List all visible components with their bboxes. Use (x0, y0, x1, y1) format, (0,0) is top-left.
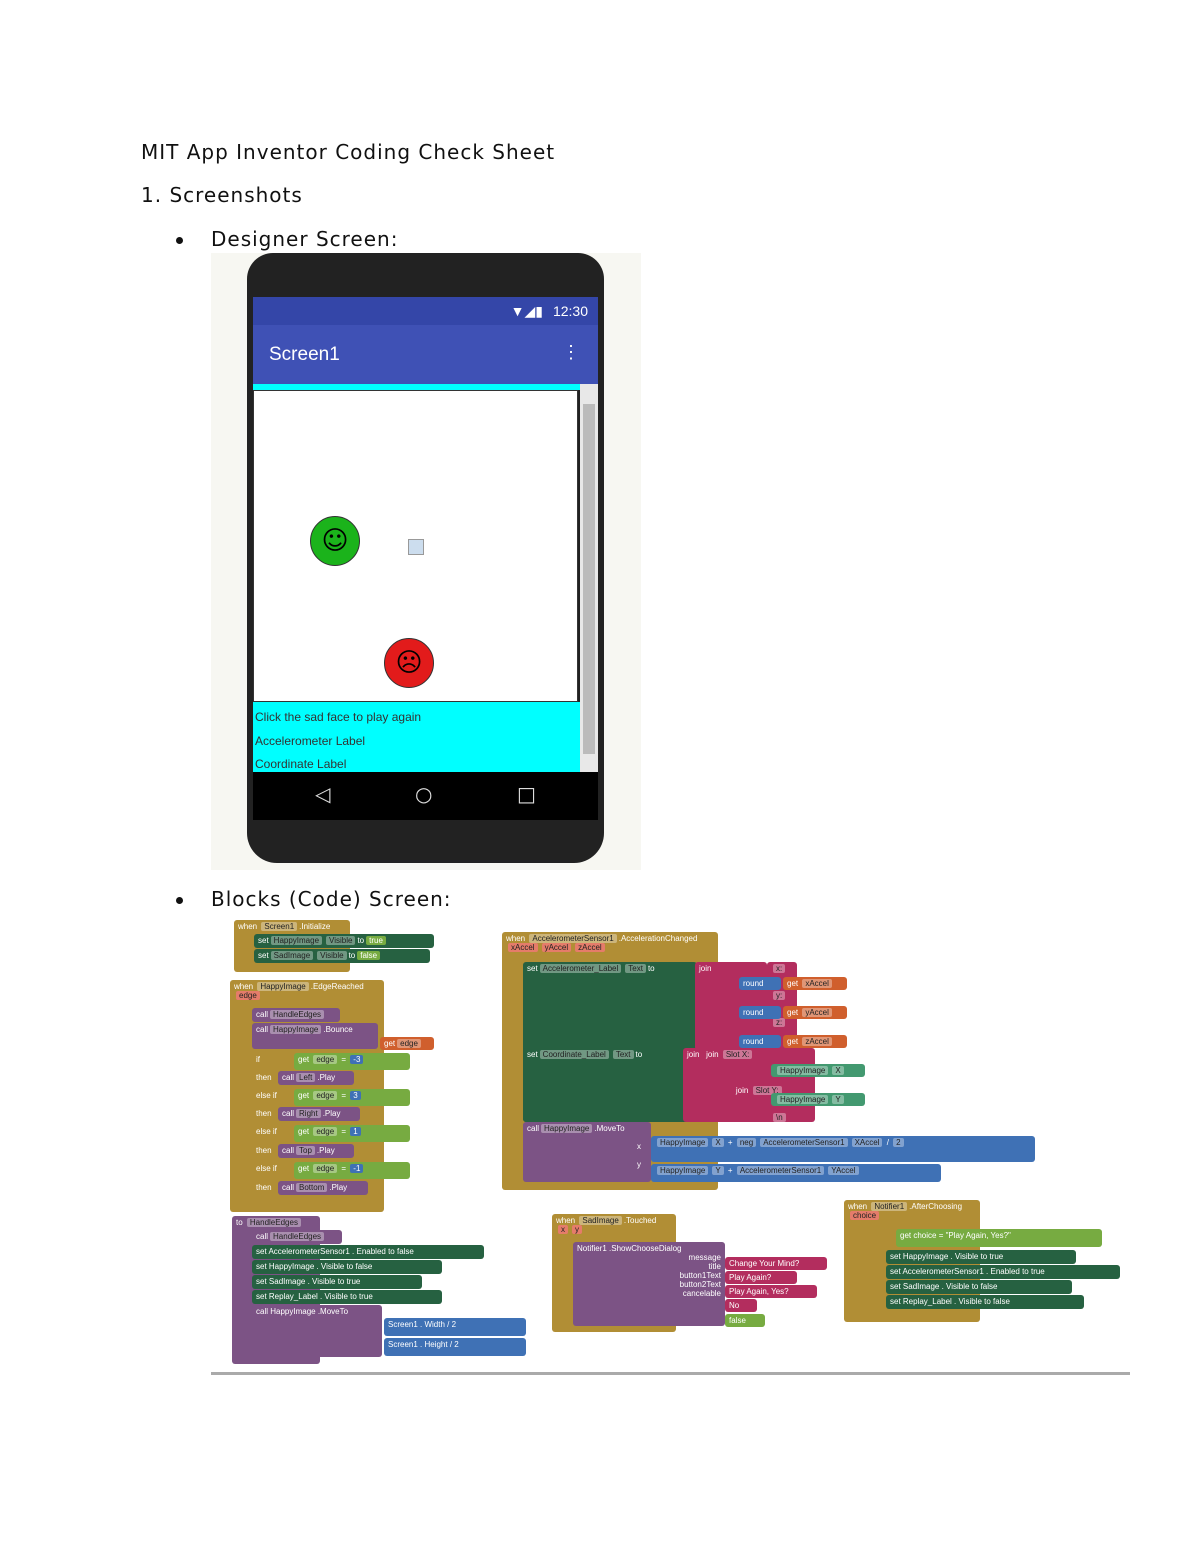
else-if-label: else if (256, 1091, 277, 1100)
block-compare: get edge = 3 (294, 1089, 410, 1106)
else-if-label: else if (256, 1164, 277, 1173)
canvas[interactable]: ☺ ☹ (253, 390, 578, 702)
phone-frame: 12:30 ▼◢▮ Screen1 ⋮ ☺ ☹ Click the sad face… (247, 253, 604, 863)
block-text: Play Again? (725, 1271, 797, 1284)
block-set: set HappyImage . Visible to true (886, 1250, 1076, 1264)
block-width-half: Screen1 . Width / 2 (384, 1318, 526, 1336)
block-round: round (739, 1035, 781, 1048)
then-label: then (256, 1073, 272, 1082)
block-compare: get edge = 1 (294, 1125, 410, 1142)
section-heading: 1. Screenshots (141, 183, 303, 207)
then-label: then (256, 1183, 272, 1192)
block-text: Change Your Mind? (725, 1257, 827, 1270)
block-compare-choice: get choice = "Play Again, Yes?" (896, 1229, 1102, 1247)
more-icon[interactable]: ⋮ (562, 342, 580, 362)
status-bar: 12:30 ▼◢▮ (253, 297, 598, 325)
accelerometer-label: Accelerometer Label (255, 734, 366, 748)
block-height-half: Screen1 . Height / 2 (384, 1338, 526, 1356)
block-text: Play Again, Yes? (725, 1285, 817, 1298)
block-set: set AccelerometerSensor1 . Enabled to fa… (252, 1245, 484, 1259)
block-set: set Replay_Label . Visible to true (252, 1290, 442, 1304)
coordinate-label: Coordinate Label (255, 757, 347, 771)
recents-icon[interactable]: □ (517, 782, 536, 806)
block-false: false (725, 1314, 765, 1327)
back-icon[interactable]: ◁ (315, 782, 331, 806)
block-get-yaccel: get yAccel (783, 1006, 847, 1019)
sad-image[interactable]: ☹ (384, 638, 434, 688)
title-bar: Screen1 ⋮ (253, 325, 598, 384)
blocks-heading: Blocks (Code) Screen: (211, 887, 452, 911)
block-set: set SadImage . Visible to true (252, 1275, 422, 1289)
else-if-label: else if (256, 1127, 277, 1136)
divider (253, 384, 598, 390)
image-placeholder-icon (408, 539, 424, 555)
block-compare: get edge = -3 (294, 1053, 410, 1070)
block-compare: get edge = -1 (294, 1162, 410, 1179)
block-set: set Replay_Label . Visible to false (886, 1295, 1084, 1309)
block-moveto: call HappyImage .MoveTo (252, 1305, 382, 1357)
block-get-zaccel: get zAccel (783, 1035, 847, 1048)
block-set: set HappyImage . Visible to false (252, 1260, 442, 1274)
signal-icon: ▼◢▮ (510, 303, 543, 319)
block-set: set SadImage . Visible to false (886, 1280, 1072, 1294)
designer-screenshot: 12:30 ▼◢▮ Screen1 ⋮ ☺ ☹ Click the sad face… (211, 253, 641, 870)
then-label: then (256, 1146, 272, 1155)
replay-label: Click the sad face to play again (255, 710, 422, 724)
then-label: then (256, 1109, 272, 1118)
screen-title: Screen1 (269, 344, 340, 365)
if-label: if (256, 1055, 260, 1064)
page-title: MIT App Inventor Coding Check Sheet (141, 140, 556, 164)
happy-image[interactable]: ☺ (310, 516, 360, 566)
block-set: set AccelerometerSensor1 . Enabled to tr… (886, 1265, 1120, 1279)
bullet (176, 897, 183, 904)
clock: 12:30 (552, 303, 588, 319)
block-get-xaccel: get xAccel (783, 977, 847, 990)
designer-heading: Designer Screen: (211, 227, 399, 251)
home-icon[interactable]: ○ (415, 782, 433, 806)
block-join: join join Slot X: join Slot Y:\n (683, 1048, 815, 1122)
block-text: No (725, 1299, 757, 1312)
nav-bar: ◁ ○ □ (253, 772, 598, 820)
block-round: round (739, 1006, 781, 1019)
labels-area: Click the sad face to play again Acceler… (253, 702, 580, 772)
scrollbar[interactable] (580, 384, 598, 772)
block-round: round (739, 977, 781, 990)
horizontal-rule (211, 1372, 1130, 1375)
bullet (176, 237, 183, 244)
